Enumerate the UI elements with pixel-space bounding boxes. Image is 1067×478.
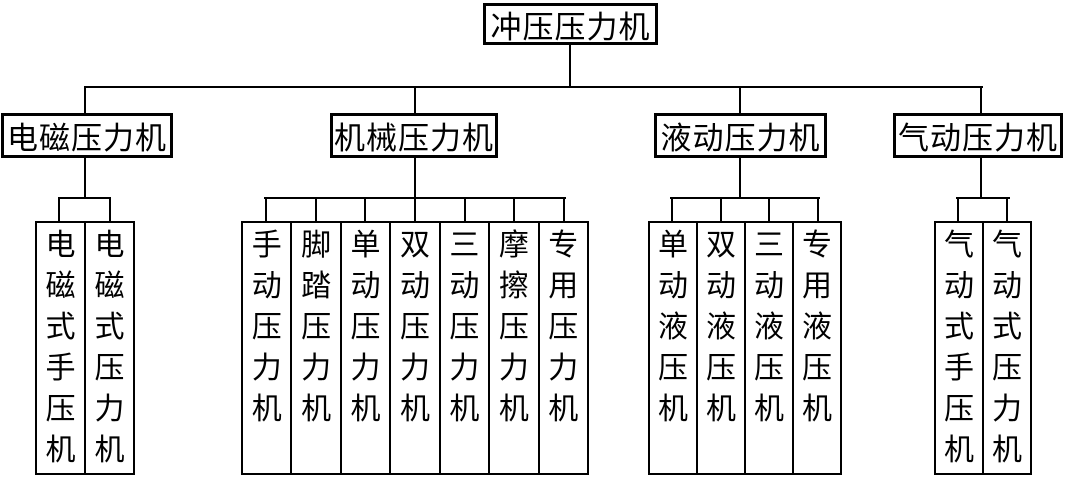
leaf-node-pneumatic-hand-press: 气动式手压机	[934, 221, 984, 475]
leaf-node-triple-action-hydraulic-press: 三动液压机	[746, 221, 794, 475]
branch-node-mechanical: 机械压力机	[330, 113, 498, 158]
connector-drop-leaf	[364, 197, 366, 223]
leaf-node-triple-action-press: 三动压力机	[440, 221, 491, 475]
connector-drop-leaf	[720, 197, 722, 223]
leaf-group-pneumatic: 气动式手压机 气动式压力机	[934, 221, 1032, 475]
connector-drop-leaf	[513, 197, 515, 223]
connector-drop-leaf	[768, 197, 770, 223]
connector-drop-branch-3	[980, 86, 982, 113]
leaf-node-single-action-press: 单动压力机	[341, 221, 392, 475]
connector-drop-branch-1	[414, 86, 416, 113]
branch-node-electromagnetic: 电磁压力机	[1, 113, 173, 158]
leaf-group-mechanical: 手动压力机 脚踏压力机 单动压力机 双动压力机 三动压力机 摩擦压力机 专用压力…	[241, 221, 589, 475]
connector-drop-leaf	[671, 197, 673, 223]
leaf-node-manual-press: 手动压力机	[241, 221, 293, 475]
leaf-group-electromagnetic: 电磁式手压机 电磁式压力机	[35, 221, 135, 475]
leaf-node-foot-pedal-press: 脚踏压力机	[292, 221, 342, 475]
leaf-node-single-action-hydraulic-press: 单动液压机	[648, 221, 698, 475]
connector-drop-leaf	[563, 197, 565, 223]
connector-drop-leaf	[265, 197, 267, 223]
root-node: 冲压压力机	[483, 3, 658, 45]
connector-drop-leaf	[464, 197, 466, 223]
branch-node-hydraulic: 液动压力机	[654, 113, 827, 158]
leaf-node-double-action-press: 双动压力机	[391, 221, 441, 475]
connector-drop-branch-0	[84, 86, 86, 113]
connector-drop-leaf	[957, 197, 959, 223]
connector-stem-branch-1	[414, 158, 416, 199]
connector-drop-leaf	[58, 197, 60, 223]
connector-drop-branch-2	[739, 86, 741, 113]
branch-node-pneumatic: 气动压力机	[893, 113, 1063, 158]
connector-root-stem	[569, 45, 571, 88]
connector-stem-branch-3	[980, 158, 982, 199]
connector-main-bus	[84, 86, 983, 88]
connector-drop-leaf	[414, 197, 416, 223]
connector-bus-branch-3	[956, 197, 1010, 199]
connector-drop-leaf	[109, 197, 111, 223]
connector-bus-branch-2	[670, 197, 820, 199]
leaf-node-pneumatic-press: 气动式压力机	[984, 221, 1032, 475]
leaf-group-hydraulic: 单动液压机 双动液压机 三动液压机 专用液压机	[648, 221, 842, 475]
leaf-node-special-purpose-hydraulic-press: 专用液压机	[794, 221, 842, 475]
leaf-node-double-action-hydraulic-press: 双动液压机	[698, 221, 746, 475]
connector-bus-branch-0	[58, 197, 111, 199]
connector-stem-branch-0	[84, 158, 86, 199]
connector-drop-leaf	[817, 197, 819, 223]
connector-stem-branch-2	[739, 158, 741, 199]
leaf-node-special-purpose-press: 专用压力机	[539, 221, 589, 475]
connector-drop-leaf	[315, 197, 317, 223]
connector-drop-leaf	[1006, 197, 1008, 223]
leaf-node-electromagnetic-press: 电磁式压力机	[86, 221, 135, 475]
leaf-node-electromagnetic-hand-press: 电磁式手压机	[35, 221, 86, 475]
leaf-node-friction-press: 摩擦压力机	[490, 221, 540, 475]
